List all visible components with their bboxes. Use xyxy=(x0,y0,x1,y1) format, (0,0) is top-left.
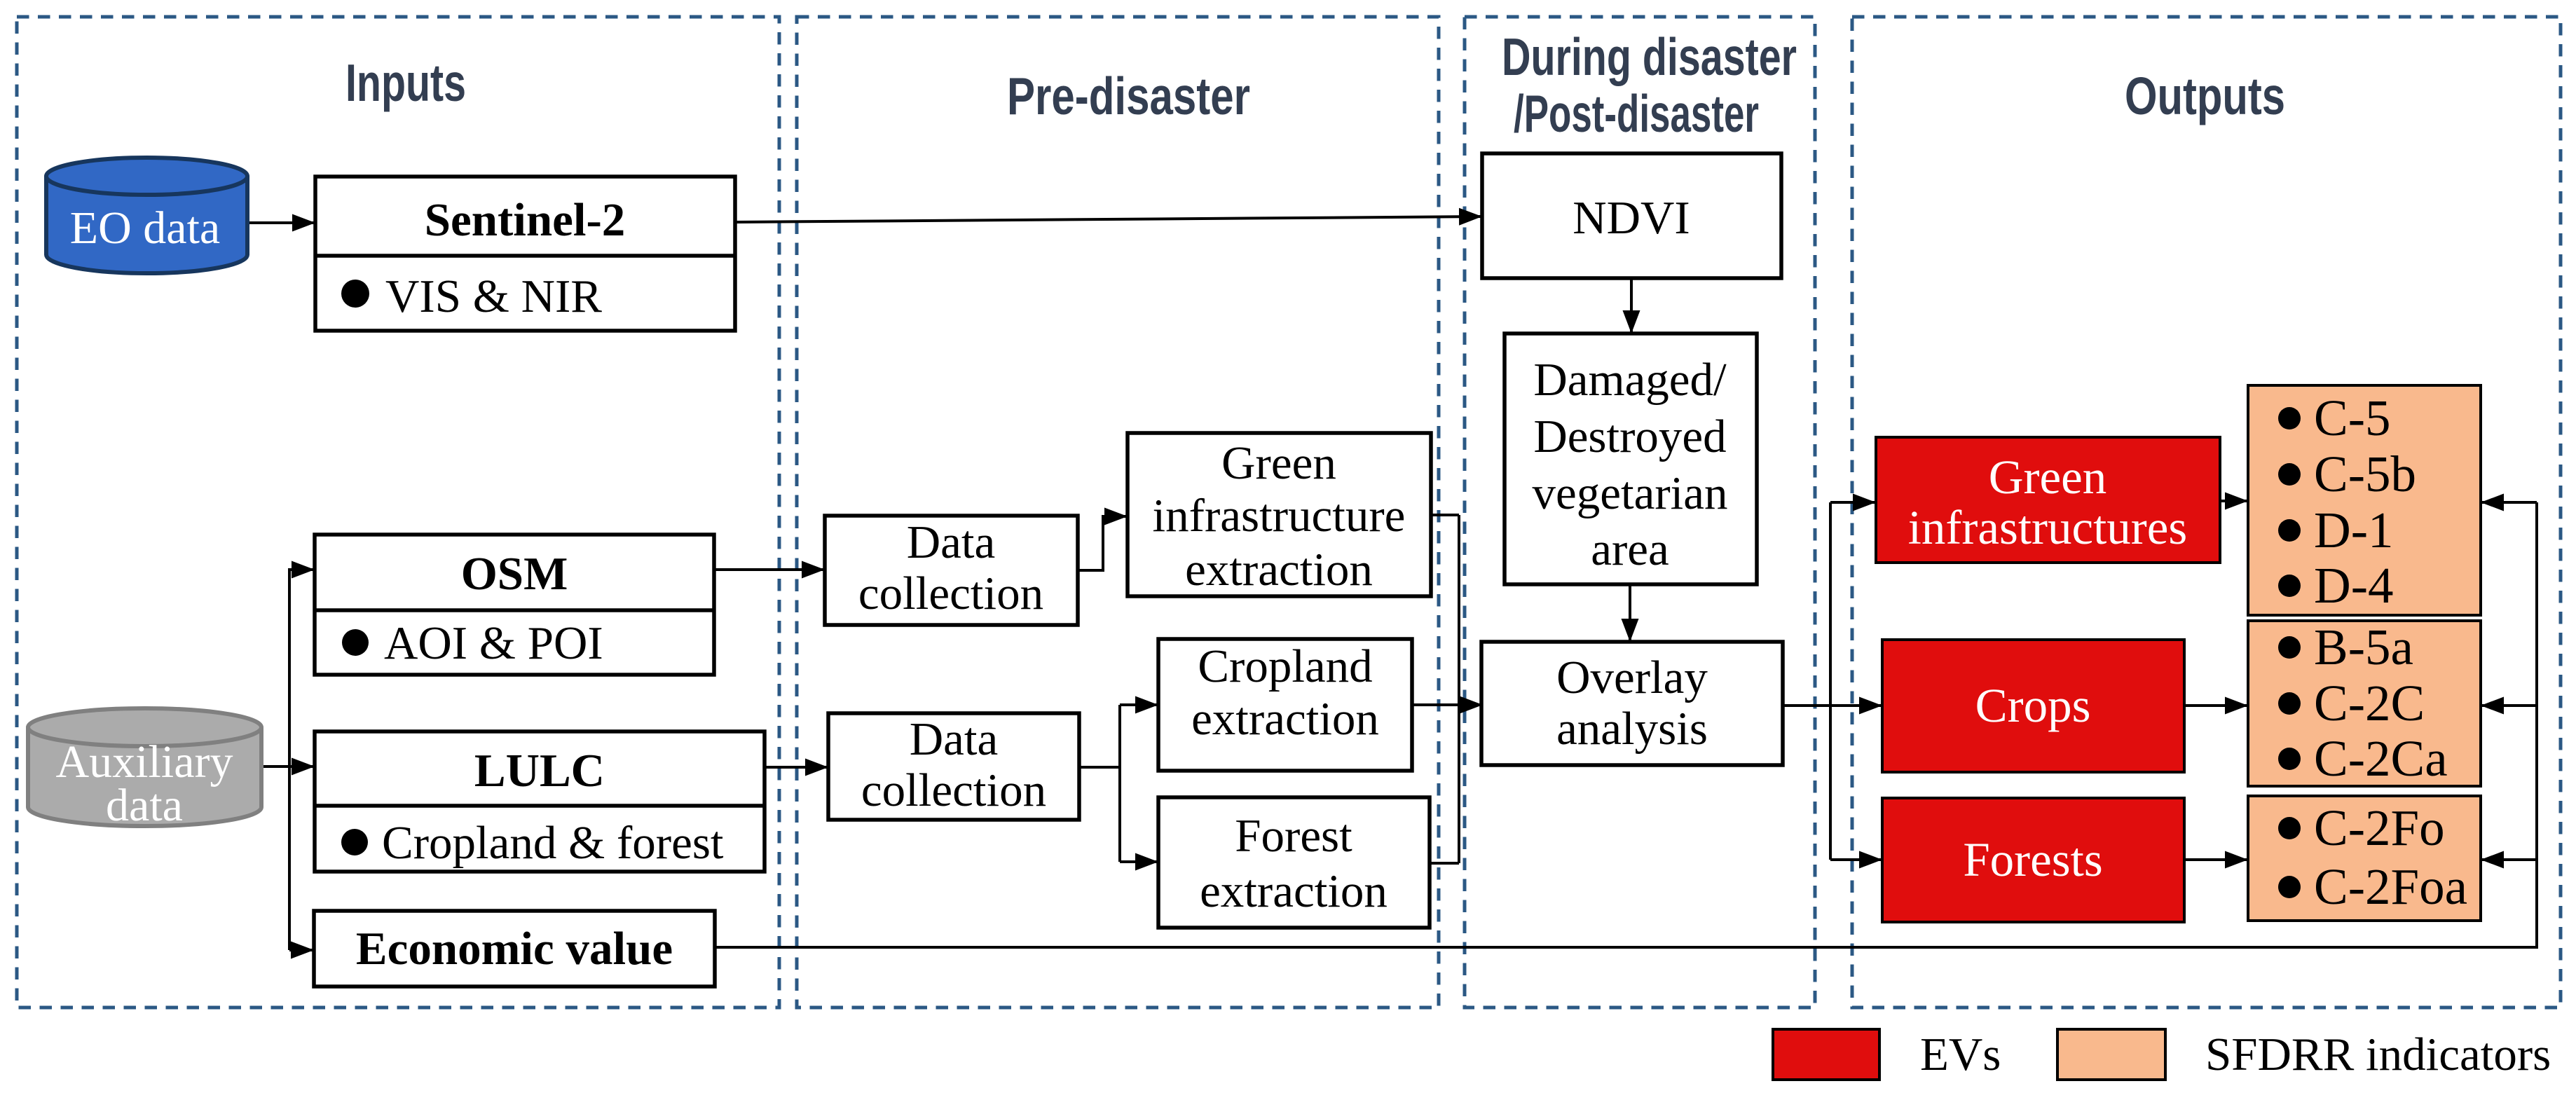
svg-text:Damaged/: Damaged/ xyxy=(1533,354,1727,406)
svg-text:Economic value: Economic value xyxy=(356,923,673,975)
svg-text:area: area xyxy=(1591,523,1669,575)
svg-text:C-2Fo: C-2Fo xyxy=(2314,799,2445,856)
svg-text:Outputs: Outputs xyxy=(2125,67,2285,125)
svg-text:infrastructures: infrastructures xyxy=(1908,501,2188,554)
svg-text:OSM: OSM xyxy=(461,548,568,600)
svg-text:analysis: analysis xyxy=(1556,703,1708,755)
svg-text:Data: Data xyxy=(910,713,998,765)
svg-text:Destroyed: Destroyed xyxy=(1533,411,1726,462)
svg-text:B-5a: B-5a xyxy=(2314,619,2413,675)
svg-text:NDVI: NDVI xyxy=(1573,192,1690,244)
svg-text:extraction: extraction xyxy=(1200,865,1388,917)
svg-text:Overlay: Overlay xyxy=(1556,652,1708,703)
svg-text:Cropland: Cropland xyxy=(1198,640,1372,692)
svg-text:Data: Data xyxy=(907,516,995,568)
svg-text:Pre-disaster: Pre-disaster xyxy=(1007,67,1250,125)
svg-text:C-5b: C-5b xyxy=(2314,446,2416,502)
svg-text:extraction: extraction xyxy=(1191,693,1379,745)
svg-text:C-2C: C-2C xyxy=(2314,675,2425,731)
svg-text:/Post-disaster: /Post-disaster xyxy=(1514,84,1759,143)
svg-text:Auxiliary: Auxiliary xyxy=(56,736,233,788)
svg-text:Crops: Crops xyxy=(1975,679,2091,732)
svg-text:infrastructure: infrastructure xyxy=(1153,490,1406,542)
svg-text:Cropland & forest: Cropland & forest xyxy=(382,817,724,869)
svg-text:C-2Ca: C-2Ca xyxy=(2314,730,2448,787)
svg-text:Forests: Forests xyxy=(1963,833,2102,886)
svg-text:extraction: extraction xyxy=(1185,544,1373,596)
svg-text:EO data: EO data xyxy=(70,202,220,254)
svg-text:data: data xyxy=(106,780,183,831)
svg-text:LULC: LULC xyxy=(474,745,605,797)
svg-text:EVs: EVs xyxy=(1920,1029,2001,1080)
svg-text:During disaster: During disaster xyxy=(1502,27,1797,86)
svg-text:VIS & NIR: VIS & NIR xyxy=(385,270,602,322)
svg-text:Green: Green xyxy=(1221,437,1336,489)
svg-text:vegetarian: vegetarian xyxy=(1533,467,1728,519)
svg-text:C-5: C-5 xyxy=(2314,390,2391,446)
svg-text:Inputs: Inputs xyxy=(345,53,466,112)
svg-text:collection: collection xyxy=(861,764,1046,816)
svg-text:Forest: Forest xyxy=(1235,810,1352,862)
svg-text:C-2Foa: C-2Foa xyxy=(2314,858,2467,915)
svg-text:collection: collection xyxy=(858,568,1043,619)
svg-text:D-1: D-1 xyxy=(2314,502,2394,558)
svg-text:Green: Green xyxy=(1989,451,2107,504)
svg-text:AOI & POI: AOI & POI xyxy=(384,617,603,669)
svg-text:D-4: D-4 xyxy=(2314,557,2394,614)
svg-text:SFDRR indicators: SFDRR indicators xyxy=(2205,1029,2551,1080)
svg-text:Sentinel-2: Sentinel-2 xyxy=(425,194,626,246)
